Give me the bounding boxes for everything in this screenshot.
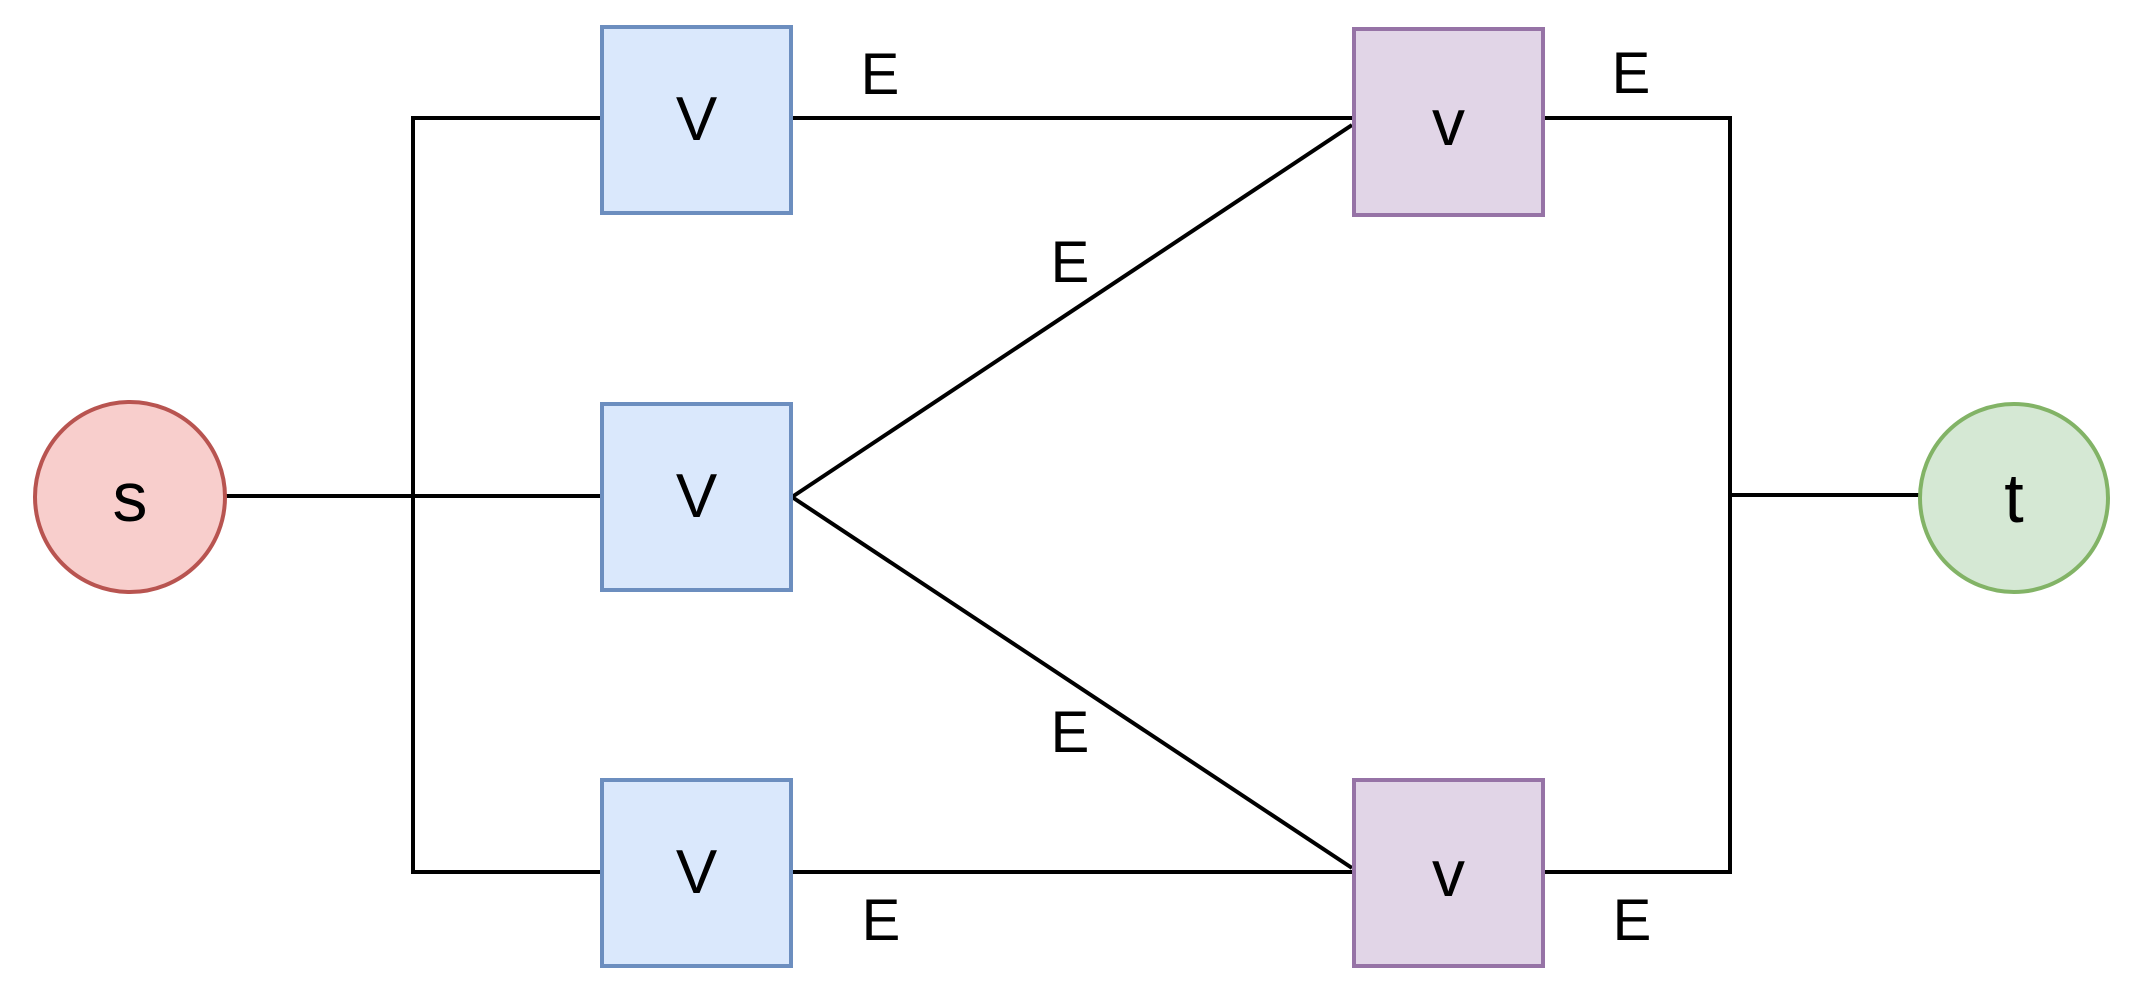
vertex-node-label: v: [1432, 836, 1465, 910]
source-node: s: [33, 400, 227, 594]
sink-node: t: [1918, 402, 2110, 594]
vertex-node-label: v: [1432, 85, 1465, 159]
vertex-node-label: V: [675, 838, 718, 907]
vertex-node-middle-left: V: [600, 402, 793, 592]
vertex-node-top-right: v: [1352, 27, 1545, 217]
edge-label-bottom-left: E: [861, 888, 901, 953]
vertex-node-bottom-left: V: [600, 778, 793, 968]
edge-middle-to-bottom-right-diagonal: [790, 495, 1354, 870]
edge-label-top-right: E: [1611, 41, 1651, 106]
edge-label-top-left: E: [860, 42, 900, 107]
edge-label-lower-diagonal: E: [1050, 700, 1090, 765]
edge-label-bottom-right: E: [1612, 888, 1652, 953]
vertex-node-bottom-right: v: [1352, 778, 1545, 968]
sink-node-label: t: [2004, 459, 2024, 537]
vertex-node-label: V: [675, 85, 718, 154]
edge-middle-to-top-right-diagonal: [790, 123, 1354, 499]
edge-label-upper-diagonal: E: [1050, 230, 1090, 295]
edge-left-bus: [411, 116, 600, 874]
vertex-node-label: V: [675, 462, 718, 531]
edge-right-bus: [1543, 116, 1732, 874]
vertex-node-top-left: V: [600, 25, 793, 215]
source-node-label: s: [112, 458, 148, 536]
